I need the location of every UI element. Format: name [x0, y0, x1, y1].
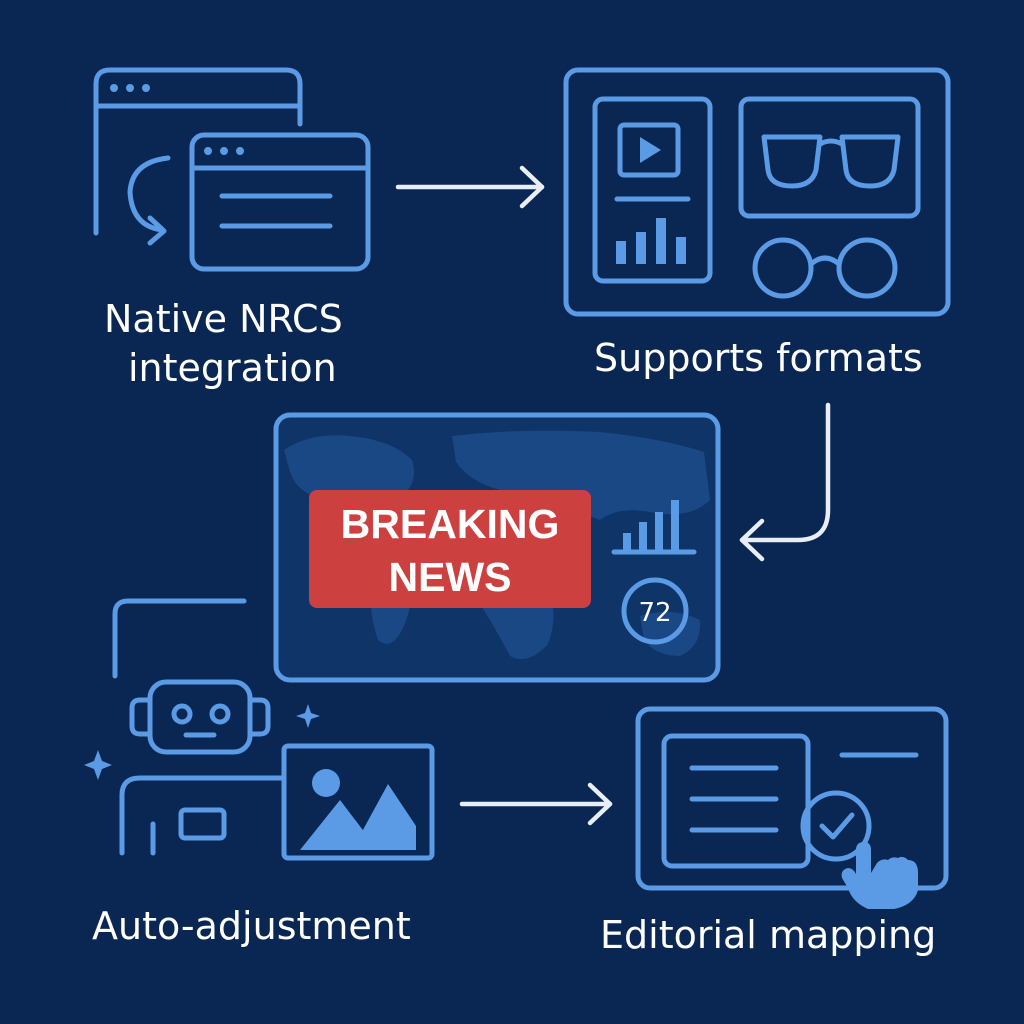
editorial-panel-icon — [635, 706, 949, 909]
editorial-mapping-label: Editorial mapping — [600, 913, 937, 957]
connector-line — [112, 598, 247, 679]
native-nrcs-label-line2: integration — [128, 346, 337, 390]
sparkle-icon — [84, 750, 112, 780]
banner-line-1: BREAKING — [341, 501, 560, 547]
arrow-to-editorial — [459, 782, 613, 826]
score-value: 72 — [638, 598, 671, 628]
supports-formats-label: Supports formats — [594, 336, 923, 380]
arrow-to-formats — [395, 165, 545, 209]
bar-chart-icon — [611, 500, 697, 555]
sparkle-icon — [296, 704, 320, 728]
eyeglasses-icon — [761, 134, 901, 189]
native-nrcs-label-line1: Native NRCS — [104, 297, 343, 341]
formats-panel-icon — [563, 67, 951, 317]
robot-icon — [119, 679, 285, 856]
check-circle-icon — [800, 790, 872, 862]
play-icon — [640, 137, 661, 163]
pointer-hand-icon — [841, 842, 918, 909]
banner-line-2: NEWS — [389, 554, 512, 600]
image-icon — [281, 743, 435, 861]
auto-adjustment-label: Auto-adjustment — [92, 904, 411, 948]
breaking-news-banner — [309, 490, 591, 608]
broadcast-screen: BREAKING NEWS 72 — [273, 412, 721, 683]
round-glasses-icon — [752, 237, 898, 299]
nrcs-windows-icon — [93, 67, 371, 272]
arrow-to-screen — [739, 402, 831, 562]
score-badge — [621, 577, 689, 645]
